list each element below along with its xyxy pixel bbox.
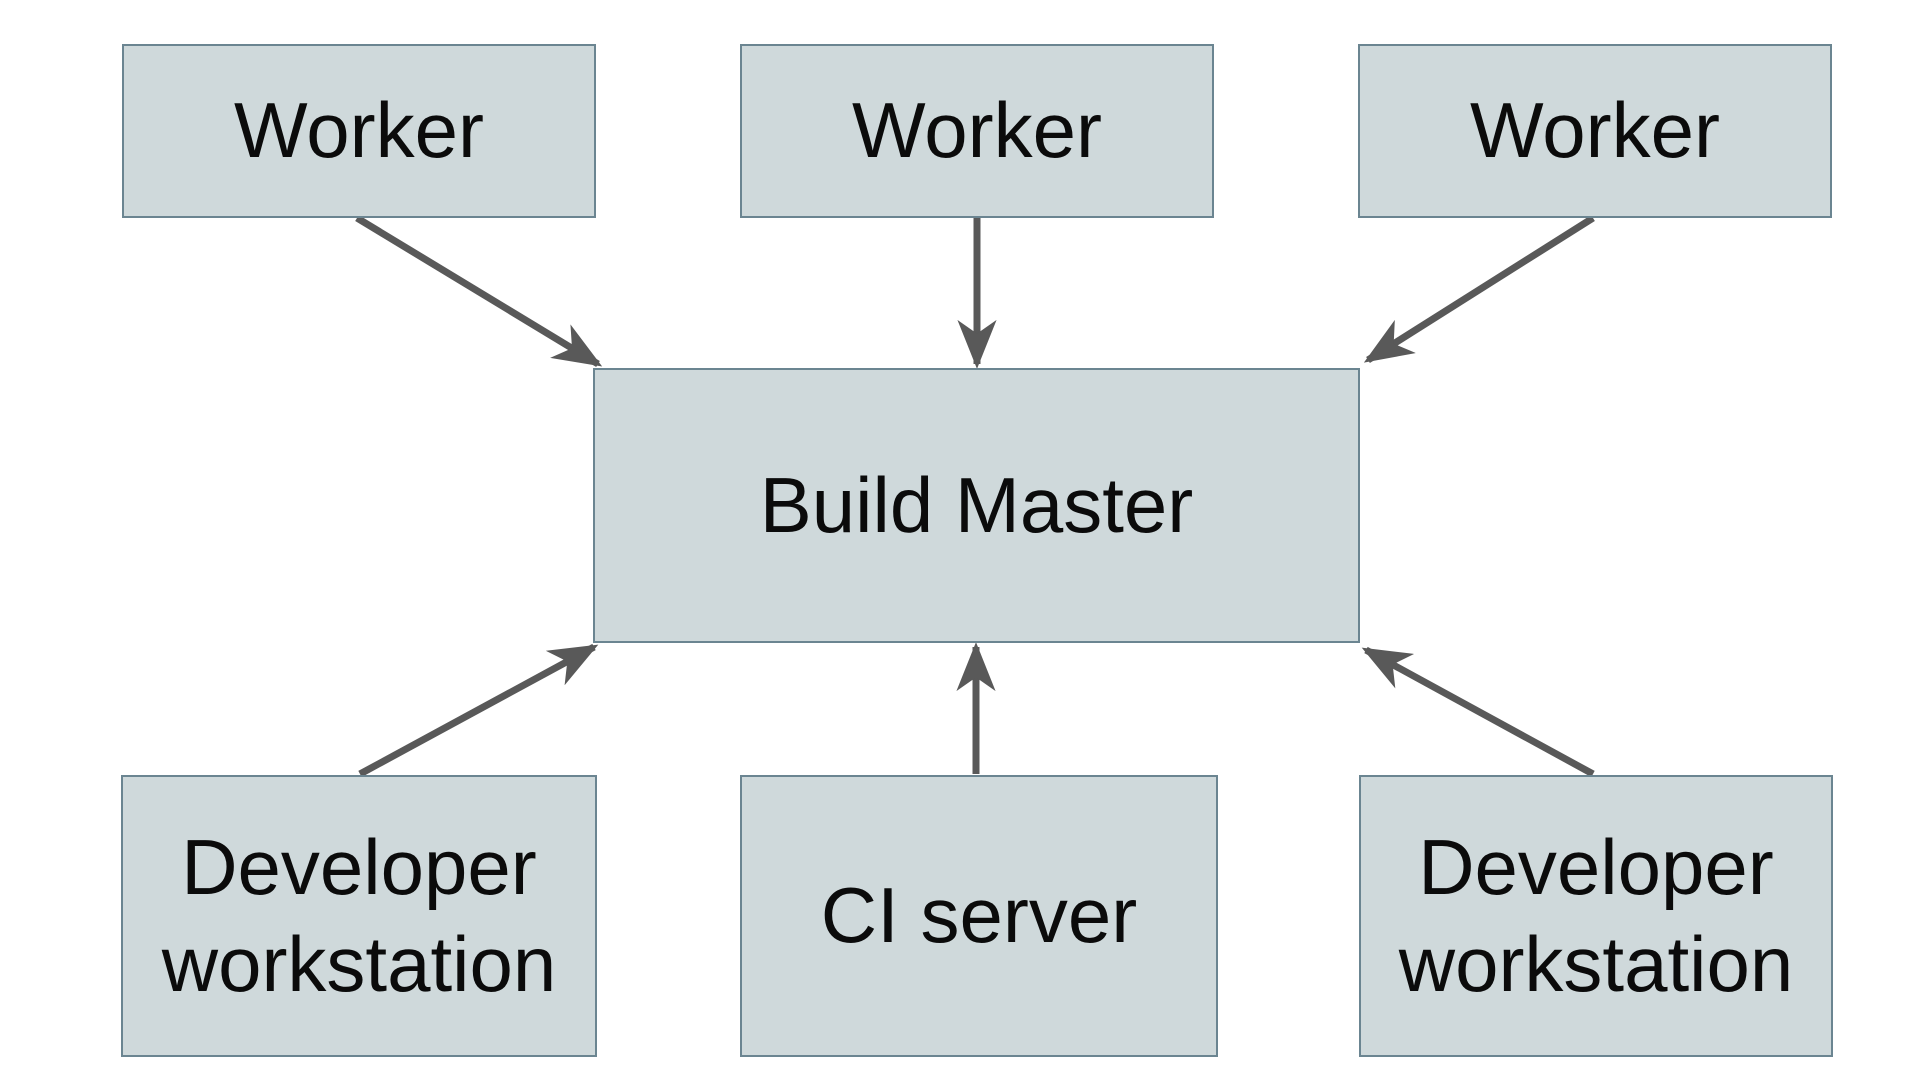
node-developer-workstation-right-label: Developer workstation <box>1398 822 1794 1009</box>
node-developer-workstation-left-label: Developer workstation <box>161 822 557 1009</box>
node-worker-right-label: Worker <box>1470 86 1720 175</box>
node-worker-center-label: Worker <box>852 86 1102 175</box>
node-worker-left-label: Worker <box>234 86 484 175</box>
node-worker-center: Worker <box>740 44 1214 218</box>
node-developer-workstation-right: Developer workstation <box>1359 775 1833 1057</box>
arrow-worker-left-to-build-master <box>355 215 603 367</box>
node-developer-workstation-left: Developer workstation <box>121 775 597 1057</box>
node-build-master: Build Master <box>593 368 1360 643</box>
node-ci-server: CI server <box>740 775 1218 1057</box>
node-ci-server-label: CI server <box>820 871 1138 960</box>
arrow-dev-right-to-build-master <box>1361 646 1595 778</box>
node-worker-right: Worker <box>1358 44 1832 218</box>
node-build-master-label: Build Master <box>759 460 1194 549</box>
arrow-dev-left-to-build-master <box>358 643 599 778</box>
arrow-worker-right-to-build-master <box>1363 215 1595 363</box>
node-worker-left: Worker <box>122 44 596 218</box>
